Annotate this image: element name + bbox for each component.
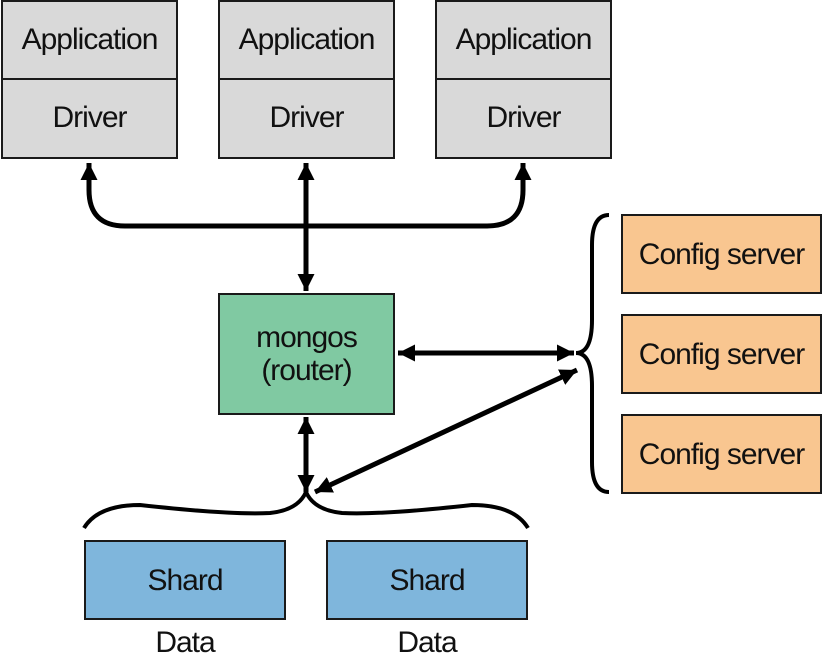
config-server-box-2: Config server bbox=[621, 314, 822, 394]
config-shards-arrow bbox=[313, 367, 579, 495]
shard-box-1: Shard bbox=[84, 540, 286, 620]
shard-brace bbox=[82, 487, 530, 530]
config-server-label: Config server bbox=[638, 237, 805, 271]
shard-data-caption-2: Data bbox=[397, 626, 457, 659]
shard-label: Shard bbox=[389, 563, 465, 597]
app3-connector bbox=[306, 163, 532, 229]
shard-data-caption-1: Data bbox=[155, 626, 215, 659]
config-server-label: Config server bbox=[638, 337, 805, 371]
application-label: Application bbox=[3, 2, 176, 80]
app-stack-1: Application Driver bbox=[1, 0, 178, 159]
driver-label: Driver bbox=[486, 101, 562, 135]
application-label: Application bbox=[437, 2, 610, 80]
mongos-label: mongos bbox=[256, 321, 358, 354]
shard-box-2: Shard bbox=[326, 540, 528, 620]
app-stack-2: Application Driver bbox=[218, 0, 395, 159]
app1-connector bbox=[80, 163, 306, 229]
application-label: Application bbox=[220, 2, 393, 80]
shard-label: Shard bbox=[147, 563, 223, 597]
driver-label: Driver bbox=[269, 101, 345, 135]
config-server-label: Config server bbox=[638, 437, 805, 471]
driver-label: Driver bbox=[52, 101, 128, 135]
config-server-box-3: Config server bbox=[621, 414, 822, 494]
router-label: (router) bbox=[261, 354, 352, 387]
config-brace bbox=[575, 213, 610, 494]
config-server-box-1: Config server bbox=[621, 214, 822, 294]
app-stack-3: Application Driver bbox=[435, 0, 612, 159]
mongos-router-box: mongos (router) bbox=[218, 293, 395, 415]
